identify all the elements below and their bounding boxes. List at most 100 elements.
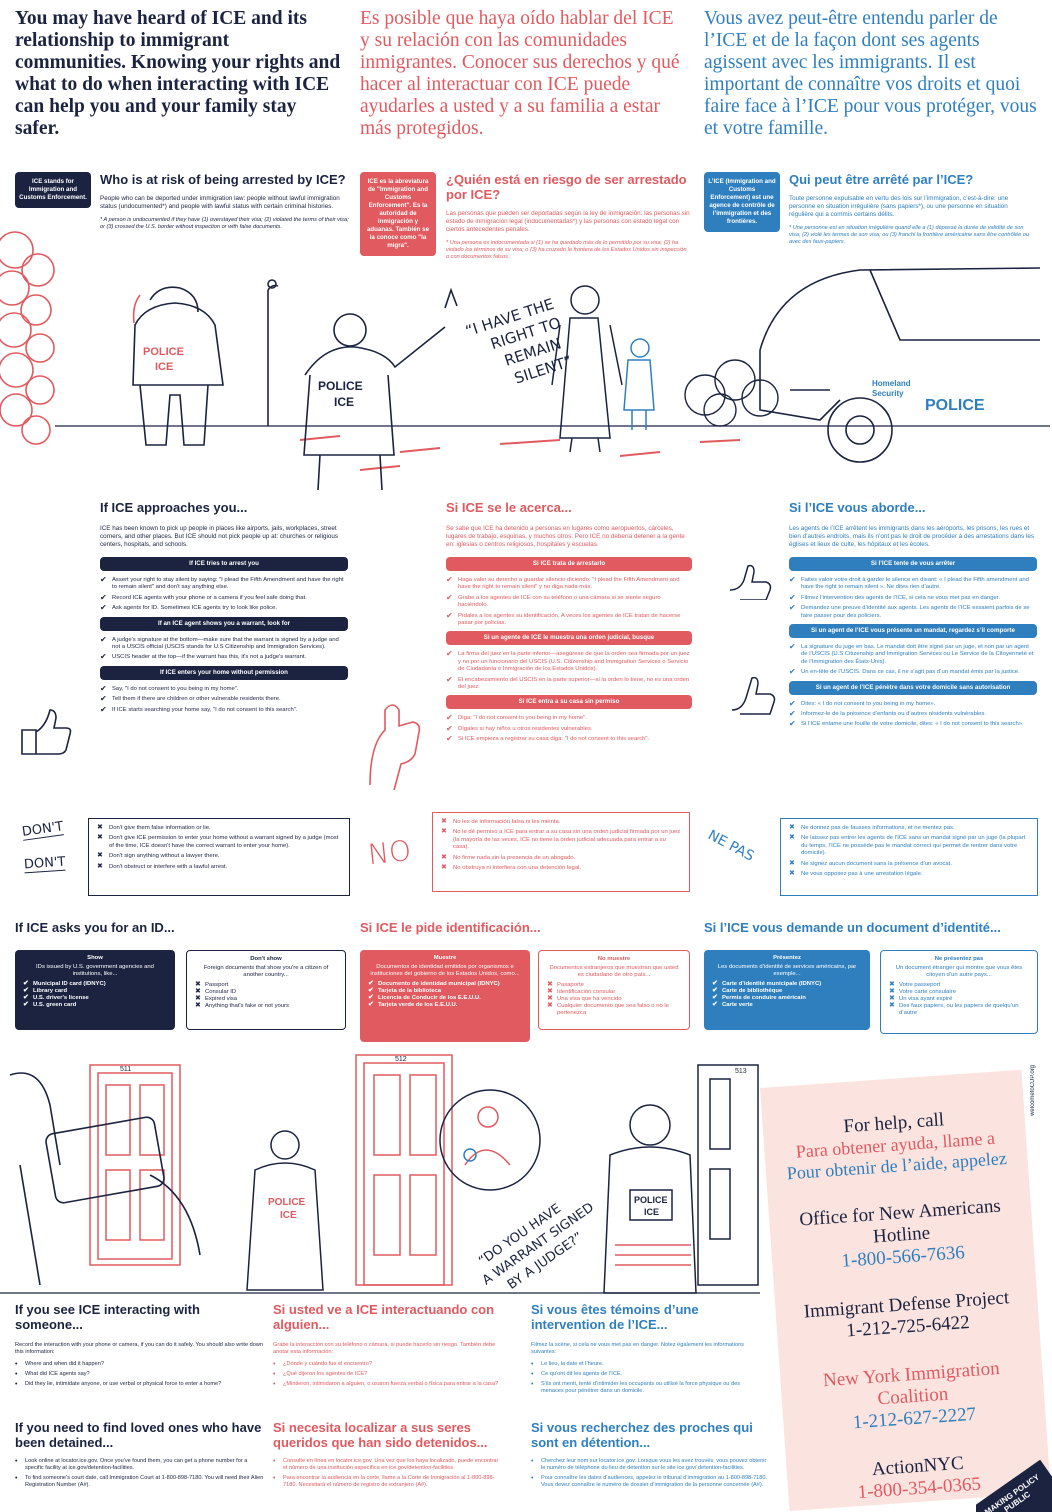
approach-section-en: If ICE approaches you... ICE has been kn… <box>100 500 348 717</box>
svg-text:POLICE: POLICE <box>634 1195 668 1205</box>
witness-list-es: ¿Dónde y cuándo fue el encuentro? ¿Qué d… <box>273 1361 503 1388</box>
warrant-bar-fr: Si un agent de l’ICE vous présente un ma… <box>789 624 1037 639</box>
list-item: USCIS header at the top—if the warrant h… <box>100 653 348 661</box>
list-item: Ask agents for ID. Sometimes ICE agents … <box>100 604 348 612</box>
woman-and-child-icon <box>551 285 623 453</box>
list-item: ¿Mintieron, intimidaron a alguien, o usa… <box>273 1381 503 1388</box>
dont-show-card-fr: Ne présentez pas Un document étranger qu… <box>880 950 1038 1034</box>
door-icon: 512 <box>355 1054 453 1286</box>
intro-es: Es posible que haya oído hablar del ICE … <box>360 8 680 139</box>
list-item: Tell them if there are children or other… <box>100 695 348 703</box>
list-item: What did ICE agents say? <box>15 1371 265 1378</box>
risk-section-en: Who is at risk of being arrested by ICE?… <box>100 172 350 231</box>
website-link[interactable]: welcometoCUP.org <box>1030 1065 1036 1116</box>
list-item: No les dé información falsa ni les mient… <box>441 818 681 826</box>
speech-warrant: “DO YOU HAVEA WARRANT SIGNEDBY A JUDGE?” <box>469 1185 607 1295</box>
id-title-en: If ICE asks you for an ID... <box>15 920 175 935</box>
list-item: Demandez une preuve d’identité aux agent… <box>789 604 1037 620</box>
list-item: Si l’ICE entame une fouille de votre dom… <box>789 720 1037 728</box>
dont-box-es: No les dé información falsa ni les mient… <box>432 812 690 892</box>
svg-text:POLICE: POLICE <box>268 1197 306 1208</box>
arrest-bar-en: If ICE tries to arrest you <box>100 557 348 571</box>
show-card-fr: Présentez Les documents d’identité de se… <box>704 950 870 1030</box>
risk-title-fr: Qui peut être arrêté par l’ICE? <box>789 172 974 187</box>
risk-note-es: * Una persona es indocumentada si (1) se… <box>446 240 687 260</box>
risk-section-es: ¿Quién está en riesgo de ser arrestado p… <box>446 172 691 261</box>
list-item: Dites: « I do not consent to you being i… <box>789 700 1037 708</box>
officer-waving-icon: POLICE ICE <box>303 287 458 490</box>
lamp-post-icon <box>267 279 279 426</box>
speech-right-to-remain-silent: “I HAVE THERIGHT TOREMAINSILENT” <box>463 295 575 398</box>
svg-text:POLICE: POLICE <box>925 397 985 414</box>
home-list-en: Say, "I do not consent to you being in m… <box>100 685 348 714</box>
witness-list-fr: Le lieu, la date et l’heure. Ce qu’ont d… <box>531 1361 751 1395</box>
door-icon: 513 <box>697 1064 759 1286</box>
risk-body-es: Las personas que pueden ser deportadas s… <box>446 210 690 233</box>
risk-title-es: ¿Quién está en riesgo de ser arrestado p… <box>446 172 687 202</box>
list-item: To find someone's court date, call Immig… <box>15 1475 265 1489</box>
loved-title-es: Si necesita localizar a sus seres querid… <box>273 1420 488 1450</box>
tree-left-icon <box>0 231 55 445</box>
warrant-list-fr: La signature du juge en bas. Le mandat d… <box>789 643 1037 677</box>
arrest-list-fr: Faites valoir votre droit à garder le si… <box>789 576 1037 620</box>
list-item: Ne vous opposez pas à une arrestation lé… <box>789 870 1029 878</box>
list-item: Don't give ICE permission to enter your … <box>97 834 341 850</box>
risk-section-fr: Qui peut être arrêté par l’ICE? Toute pe… <box>789 172 1034 246</box>
svg-text:Homeland: Homeland <box>872 379 911 388</box>
witness-section-en: If you see ICE interacting with someone.… <box>15 1302 265 1391</box>
list-item: Diga: "I do not consent to you being in … <box>446 714 692 722</box>
dont-box-en: Don't give them false information or lie… <box>88 818 350 896</box>
intro-en: You may have heard of ICE and its relati… <box>15 8 341 139</box>
warrant-list-en: A judge's signature at the bottom—make s… <box>100 636 348 662</box>
witness-section-es: Si usted ve a ICE interactuando con algu… <box>273 1302 503 1391</box>
dont-label-2: DON'T <box>23 854 66 874</box>
list-item: Where and when did it happen? <box>15 1361 265 1368</box>
loved-section-fr: Si vous recherchez des proches qui sont … <box>531 1420 771 1492</box>
ice-definition-badge-fr: L’ICE (Immigration and Customs Enforceme… <box>704 172 780 232</box>
officer-back-icon: POLICE ICE <box>603 1104 697 1294</box>
risk-note-fr: * Une personne est en situation irréguli… <box>789 225 1030 245</box>
arrest-bar-fr: Si l’ICE tente de vous arrêter <box>789 557 1037 571</box>
list-item: La firma del juez en la parte inferior—a… <box>446 650 692 673</box>
list-item: Record ICE agents with your phone or a c… <box>100 594 348 602</box>
list-item: Grabe a los agentes de ICE con su teléfo… <box>446 594 692 610</box>
svg-text:ICE: ICE <box>334 395 354 409</box>
loved-section-es: Si necesita localizar a sus seres querid… <box>273 1420 503 1492</box>
ne-pas-label-fr: NE PAS <box>705 827 757 865</box>
thumbs-up-icon <box>21 709 72 755</box>
list-item: Don't give them false information or lie… <box>97 824 341 832</box>
doors-illustration: 511 POLICE ICE 512 “DO YOU HAVEA WARRANT… <box>0 1054 760 1295</box>
witness-title-en: If you see ICE interacting with someone.… <box>15 1302 200 1332</box>
list-item: Ce qu’ont dit les agents de l’ICE. <box>531 1371 751 1378</box>
approach-section-es: Si ICE se le acerca... Se sabe que ICE h… <box>446 500 692 747</box>
risk-title-en: Who is at risk of being arrested by ICE? <box>100 172 346 187</box>
witness-body-es: Grabe la interacción con su teléfono o c… <box>273 1342 496 1355</box>
id-title-fr: Si l’ICE vous demande un document d’iden… <box>704 920 1001 935</box>
svg-text:513: 513 <box>735 1068 747 1075</box>
list-item: Para encontrar la audiencia en la corte,… <box>273 1475 503 1489</box>
approach-title-es: Si ICE se le acerca... <box>446 500 572 515</box>
list-item: Say, "I do not consent to you being in m… <box>100 685 348 693</box>
list-item: Pídales a los agentes su identificación.… <box>446 612 692 628</box>
loved-list-en: Look online at locator.ice.gov. Once you… <box>15 1458 265 1489</box>
help-org: Office for New Americans Hotline 1-800-5… <box>769 1193 1035 1277</box>
home-bar-es: Si ICE entra a su casa sin permiso <box>446 695 692 710</box>
arrest-bar-es: Si ICE trata de arrestarlo <box>446 557 692 571</box>
warrant-bar-es: Si un agente de ICE le muestra una orden… <box>446 631 692 646</box>
street-arrest-illustration: POLICE ICE POLICE ICE “I HAVE THERIGHT T… <box>0 231 1050 490</box>
list-item: No obstruya ni interfiera con una detenc… <box>441 864 681 872</box>
home-list-fr: Dites: « I do not consent to you being i… <box>789 700 1037 729</box>
svg-text:Security: Security <box>872 389 904 398</box>
svg-text:511: 511 <box>120 1066 131 1073</box>
svg-text:ICE: ICE <box>644 1207 659 1217</box>
arrest-list-es: Haga valer su derecho a guardar silencio… <box>446 576 692 628</box>
list-item: ¿Dónde y cuándo fue el encuentro? <box>273 1361 503 1368</box>
ice-definition-badge-es: ICE es la abreviatura de "Immigration an… <box>360 172 436 256</box>
phone-recording-icon <box>9 1072 201 1286</box>
list-item: Consulte en línea en locator.ice.gov. Un… <box>273 1458 503 1472</box>
svg-text:POLICE: POLICE <box>143 346 184 358</box>
arrest-list-en: Assert your right to stay silent by sayi… <box>100 576 348 613</box>
police-car-icon: POLICE Homeland Security <box>759 267 1041 463</box>
help-panel: For help, call Para obtener ayuda, llame… <box>760 1069 1051 1511</box>
warrant-list-es: La firma del juez en la parte inferior—a… <box>446 650 692 691</box>
